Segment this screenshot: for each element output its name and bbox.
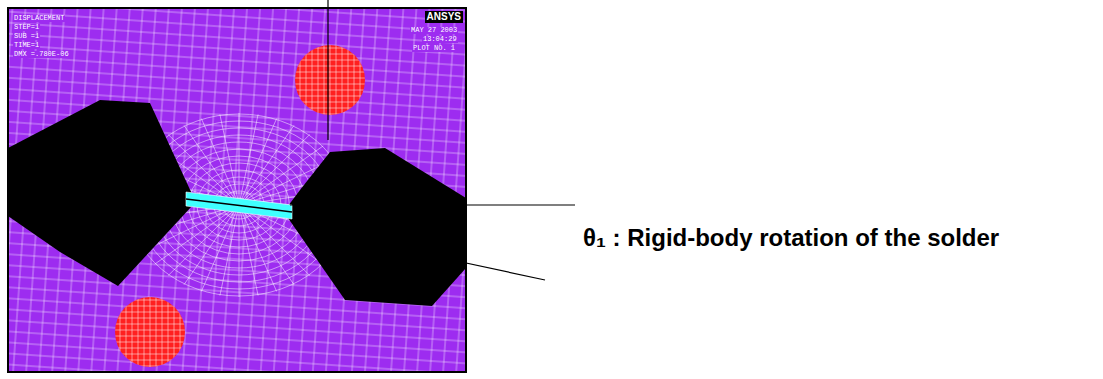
software-logo: ANSYS xyxy=(425,11,463,23)
reference-line xyxy=(327,0,328,140)
left-substrate xyxy=(8,100,192,286)
plot-info: DMX =.780E-06 xyxy=(13,51,70,58)
plot-frame xyxy=(8,8,466,372)
mesh-ray xyxy=(220,114,239,205)
reference-line xyxy=(290,204,575,205)
plot-info: DISPLACEMENT xyxy=(13,15,65,22)
mesh-ray xyxy=(201,119,239,205)
plot-info: SUB =1 xyxy=(13,33,40,40)
right-substrate xyxy=(288,148,466,306)
plot-time: 13:04:29 xyxy=(422,36,458,43)
mesh-ray xyxy=(239,125,294,205)
plot-date: MAY 27 2003 xyxy=(410,27,458,34)
rotation-label: θ₁ : Rigid-body rotation of the solder xyxy=(583,226,999,250)
mesh-ray xyxy=(239,205,277,291)
plot-info: STEP=1 xyxy=(13,24,40,31)
plot-number: PLOT NO. 1 xyxy=(412,45,456,52)
plot-info: TIME=1 xyxy=(13,42,40,49)
mesh-ray xyxy=(239,113,240,205)
rotated-line xyxy=(452,260,545,280)
mesh-region xyxy=(8,8,466,372)
mesh-ray xyxy=(239,205,258,296)
solder-band xyxy=(186,192,292,219)
mesh-ray xyxy=(239,205,240,297)
mesh-ray xyxy=(184,205,239,285)
